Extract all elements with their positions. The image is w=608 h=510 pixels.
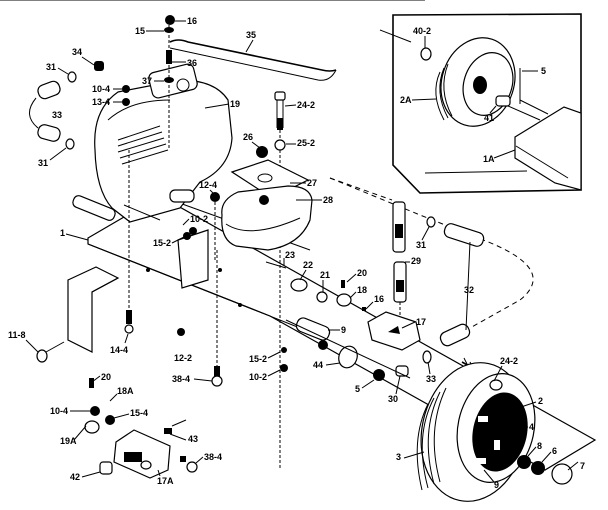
- label-4: 4: [529, 422, 534, 432]
- inset-wheel: [435, 37, 516, 127]
- label-5-inset: 5: [541, 66, 546, 76]
- label-18: 18: [357, 285, 367, 295]
- label-44: 44: [313, 360, 323, 370]
- label-16-right: 16: [374, 294, 384, 304]
- label-17A: 17A: [157, 476, 174, 486]
- tank-28: [221, 185, 313, 251]
- axle-sleeve: [295, 317, 331, 341]
- part-labels: 16 15 35 34 31 36 37 10-4 13-4 33 19 24-…: [8, 16, 585, 490]
- label-23: 23: [285, 250, 295, 260]
- label-38-4-center: 38-4: [172, 374, 190, 384]
- label-41: 41: [484, 113, 494, 123]
- guard-16: [67, 266, 120, 353]
- valve-17: [367, 311, 421, 351]
- label-12-4: 12-4: [199, 180, 217, 190]
- label-32: 32: [464, 285, 474, 295]
- label-7: 7: [580, 461, 585, 471]
- label-14-4: 14-4: [110, 345, 128, 355]
- label-9-wheel: 9: [494, 480, 499, 490]
- hubcap-7: [551, 463, 573, 485]
- label-12-2: 12-2: [174, 353, 192, 363]
- label-28: 28: [323, 195, 333, 205]
- inset-washer: [420, 47, 432, 61]
- label-36: 36: [187, 58, 197, 68]
- label-15: 15: [135, 26, 145, 36]
- label-31-right: 31: [416, 240, 426, 250]
- label-37: 37: [142, 76, 152, 86]
- label-24-2-top: 24-2: [297, 100, 315, 110]
- label-5: 5: [355, 384, 360, 394]
- label-2: 2: [538, 396, 543, 406]
- inset-detail: 40-2 5 2A 41 1A: [0, 0, 582, 194]
- hose-fitting-bottom: [37, 124, 61, 142]
- label-22: 22: [303, 260, 313, 270]
- nut-8: [517, 455, 531, 469]
- engine-cooling-fins: [117, 125, 169, 165]
- label-42: 42: [70, 472, 80, 482]
- label-20-right: 20: [357, 268, 367, 278]
- main-wheel: [416, 362, 536, 502]
- drive-shaft: [72, 195, 116, 221]
- label-2A: 2A: [400, 95, 412, 105]
- label-21: 21: [320, 270, 330, 280]
- label-40-2: 40-2: [413, 26, 431, 36]
- label-20-bottom: 20: [101, 372, 111, 382]
- tie-rod: [169, 39, 337, 72]
- inset-frame: [507, 99, 582, 191]
- label-29: 29: [411, 256, 421, 266]
- washer-6: [531, 461, 545, 475]
- mount-plate: [177, 229, 209, 289]
- roller-upper: [443, 223, 485, 247]
- label-33-top: 33: [52, 110, 62, 120]
- label-31-left: 31: [38, 158, 48, 168]
- label-30: 30: [388, 394, 398, 404]
- label-34: 34: [72, 47, 82, 57]
- label-19A: 19A: [60, 436, 77, 446]
- nut-16: [165, 15, 175, 25]
- label-33-bottom: 33: [426, 374, 436, 384]
- roller-lower: [439, 323, 471, 347]
- label-3: 3: [396, 452, 401, 462]
- label-43: 43: [188, 434, 198, 444]
- label-1: 1: [60, 228, 65, 238]
- label-17: 17: [416, 317, 426, 327]
- label-6: 6: [552, 446, 557, 456]
- label-10-2-top: 10-2: [190, 214, 208, 224]
- label-38-4-bottom: 38-4: [204, 452, 222, 462]
- engine-shaft: [169, 189, 195, 203]
- cylinder-29: [392, 201, 407, 340]
- label-11-8: 11-8: [8, 330, 26, 340]
- label-16: 16: [187, 16, 197, 26]
- label-1A: 1A: [483, 154, 495, 164]
- label-10-2-bottom: 10-2: [249, 372, 267, 382]
- label-25-2: 25-2: [297, 138, 315, 148]
- hose-fitting-top: [37, 80, 61, 100]
- label-15-4: 15-4: [130, 408, 148, 418]
- label-24-2-bottom: 24-2: [500, 356, 518, 366]
- inset-spacer: [495, 95, 511, 107]
- label-10-4-bottom: 10-4: [50, 406, 68, 416]
- label-8: 8: [537, 441, 542, 451]
- label-31-top: 31: [46, 62, 56, 72]
- label-19: 19: [230, 99, 240, 109]
- label-15-2-top: 15-2: [153, 238, 171, 248]
- label-26: 26: [243, 132, 253, 142]
- label-13-4: 13-4: [92, 97, 110, 107]
- label-9: 9: [341, 325, 346, 335]
- label-10-4-top: 10-4: [92, 84, 110, 94]
- label-35: 35: [246, 30, 256, 40]
- lever-22: [290, 278, 308, 292]
- label-27: 27: [307, 178, 317, 188]
- label-15-2-bottom: 15-2: [249, 354, 267, 364]
- label-18A: 18A: [117, 386, 134, 396]
- valve-assembly-17A: [113, 429, 171, 479]
